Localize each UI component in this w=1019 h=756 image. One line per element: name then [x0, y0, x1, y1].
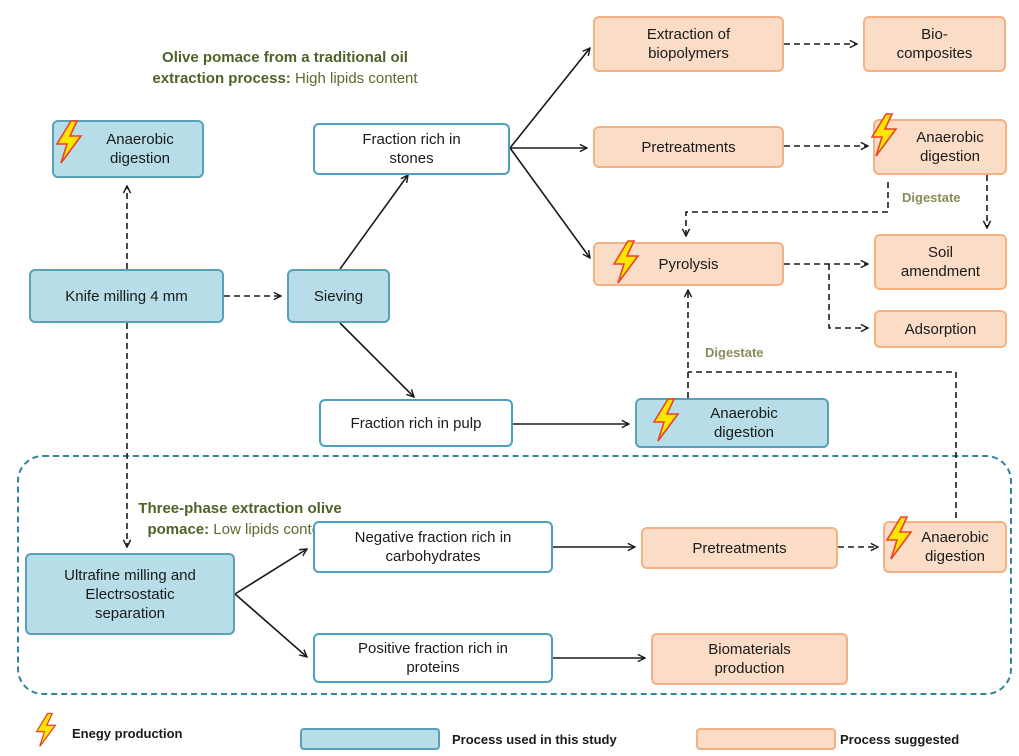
pyrolysis-label: Pyrolysis [658, 255, 719, 273]
fraction-pulp-label: Fraction rich in pulp [350, 414, 482, 432]
positive-fraction-node: Positive fraction rich in proteins [313, 633, 553, 683]
negative-fraction-node: Negative fraction rich in carbohydrates [313, 521, 553, 573]
legend-study-label: Process used in this study [452, 732, 617, 747]
anaerobic-digestion-node-bottom: Anaerobic digestion [883, 521, 1007, 573]
knife-milling-node: Knife milling 4 mm [29, 269, 224, 323]
ultrafine-milling-node: Ultrafine milling and Electrsostatic sep… [25, 553, 235, 635]
pretreatments-node-top: Pretreatments [593, 126, 784, 168]
heading-three-phase-bold: Three-phase extraction olive pomace: [138, 500, 342, 538]
legend-suggested-label: Process suggested [840, 732, 960, 747]
biomaterials-node: Biomaterials production [651, 633, 848, 685]
lightning-bolt-icon [652, 398, 680, 442]
edge-pyrolysis-to-adsorption [828, 264, 868, 328]
digestate-label-mid: Digestate [705, 345, 764, 360]
sieving-node: Sieving [287, 269, 390, 323]
pretreatments-bottom-label: Pretreatments [692, 539, 787, 557]
heading-traditional: Olive pomace from a traditional oil extr… [130, 26, 440, 89]
anaerobic-digestion-label: Anaerobic digestion [106, 131, 174, 167]
ultrafine-milling-label: Ultrafine milling and Electrsostatic sep… [64, 566, 196, 622]
fraction-stones-node: Fraction rich in stones [313, 123, 510, 175]
anaerobic-digestion-node-right: Anaerobic digestion [873, 119, 1007, 175]
edge-sieving-to-pulp [339, 322, 414, 397]
heading-traditional-bold: Olive pomace from a traditional oil extr… [152, 49, 408, 87]
heading-three-phase: Three-phase extraction olive pomace: Low… [130, 477, 350, 540]
bio-composites-node: Bio- composites [863, 16, 1006, 72]
soil-amendment-node: Soil amendment [874, 234, 1007, 290]
anaerobic-digestion-pulp-label: Anaerobic digestion [710, 405, 778, 441]
bio-composites-label: Bio- composites [896, 26, 973, 62]
knife-milling-label: Knife milling 4 mm [65, 287, 188, 305]
anaerobic-digestion-node-top-left: Anaerobic digestion [52, 120, 204, 178]
biomaterials-label: Biomaterials production [708, 641, 791, 677]
lightning-bolt-icon [870, 113, 898, 157]
edge-stones-to-pyrolysis [509, 147, 590, 258]
three-phase-region [17, 455, 1012, 695]
heading-traditional-rest: High lipids content [290, 70, 418, 87]
edge-stones-to-biopolymers [509, 48, 590, 149]
extraction-biopolymers-label: Extraction of biopolymers [646, 26, 731, 62]
lightning-bolt-icon [612, 240, 640, 284]
legend-suggested-swatch [696, 728, 836, 750]
anaerobic-digestion-right-label: Anaerobic digestion [916, 129, 984, 165]
fraction-pulp-node: Fraction rich in pulp [319, 399, 513, 447]
sieving-label: Sieving [313, 287, 364, 305]
positive-fraction-label: Positive fraction rich in proteins [357, 640, 509, 676]
lightning-bolt-icon [55, 120, 83, 164]
pretreatments-label: Pretreatments [641, 138, 736, 156]
adsorption-label: Adsorption [904, 320, 977, 338]
edge-anaerobic-to-pyrolysis-digestate [686, 182, 889, 236]
extraction-biopolymers-node: Extraction of biopolymers [593, 16, 784, 72]
lightning-bolt-icon [35, 712, 57, 747]
anaerobic-digestion-bottom-label: Anaerobic digestion [921, 529, 989, 565]
legend-energy-label: Enegy production [72, 726, 183, 741]
edge-sieving-to-stones [339, 175, 408, 270]
lightning-bolt-icon [885, 516, 913, 560]
negative-fraction-label: Negative fraction rich in carbohydrates [354, 529, 512, 565]
fraction-stones-label: Fraction rich in stones [362, 131, 461, 167]
pretreatments-node-bottom: Pretreatments [641, 527, 838, 569]
soil-amendment-label: Soil amendment [900, 244, 981, 280]
adsorption-node: Adsorption [874, 310, 1007, 348]
legend-study-swatch [300, 728, 440, 750]
digestate-label-top: Digestate [902, 190, 961, 205]
